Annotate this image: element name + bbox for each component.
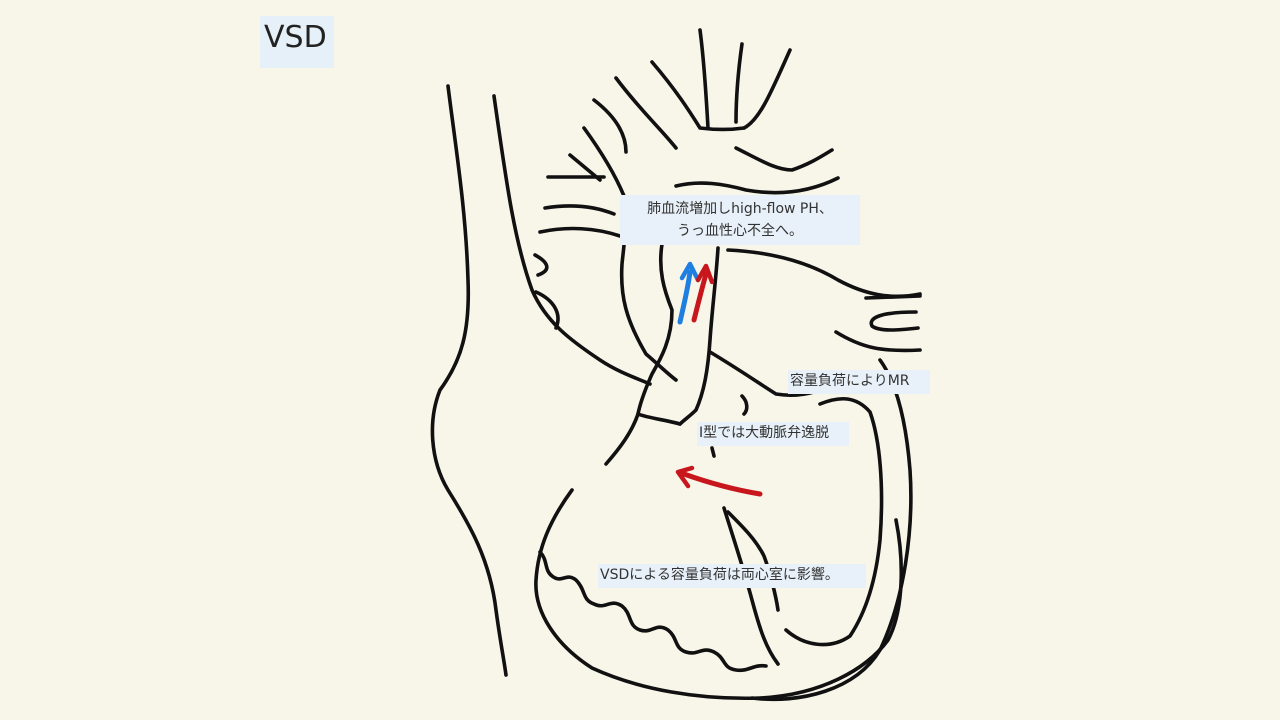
mitral-leaflet: [740, 394, 749, 416]
left-branch-5: [533, 253, 549, 277]
pulmonary-trunk-left: [636, 242, 674, 416]
carotid-left: [698, 28, 710, 130]
pulmonary-flow-arrow-red-icon: [691, 263, 715, 323]
right-ventricle-trabeculae: [538, 550, 768, 673]
aortic-arch-right: [734, 146, 834, 172]
ventricular-septum: [722, 506, 780, 666]
left-atrium-lower: [784, 396, 884, 647]
brachiocephalic-1: [614, 76, 678, 150]
brachiocephalic-2: [650, 60, 746, 132]
left-branch-4: [538, 226, 622, 238]
page-title: VSD: [260, 16, 334, 68]
svc-inner-line: [492, 94, 652, 386]
right-atrium-lower-line: [534, 488, 904, 701]
shunt-arrow-red-icon: [675, 465, 763, 497]
septum-inner: [726, 510, 780, 612]
left-pulmonary-branch-low: [834, 330, 922, 353]
aortic-arch-top: [592, 98, 628, 154]
carotid-right: [734, 42, 744, 124]
pulmonary-flow-label: 肺血流増加しhigh-flow PH、 うっ血性心不全へ。: [620, 195, 860, 245]
svc-outer-line: [430, 84, 508, 677]
mitral-regurgitation-label: 容量負荷によりMR: [788, 370, 930, 394]
left-branch-3: [543, 204, 616, 216]
left-ventricle-outer: [750, 358, 913, 702]
vsd-volume-load-label: VSDによる容量負荷は両心室に影響。: [598, 564, 866, 588]
left-pulmonary-branch-hook: [869, 310, 920, 332]
aortic-valve-prolapse-label: Ⅰ型では大動脈弁逸脱: [697, 422, 849, 446]
descending-aorta: [674, 176, 840, 195]
aortic-arch-outer: [582, 126, 678, 382]
pulmonary-label-line1: 肺血流増加しhigh-flow PH、: [647, 201, 833, 217]
pulmonary-trunk-base: [636, 412, 682, 426]
septum-dot: [710, 446, 716, 458]
pulmonary-flow-arrow-blue-icon: [677, 261, 701, 325]
left-branch-2: [568, 153, 602, 182]
pulmonary-label-line2: うっ血性心不全へ。: [677, 223, 803, 239]
aortic-root: [604, 412, 640, 466]
pulmonary-trunk-right: [678, 246, 720, 426]
left-pulmonary-branch-top: [864, 294, 922, 300]
subclavian: [742, 48, 792, 130]
left-branch-6: [534, 290, 560, 330]
